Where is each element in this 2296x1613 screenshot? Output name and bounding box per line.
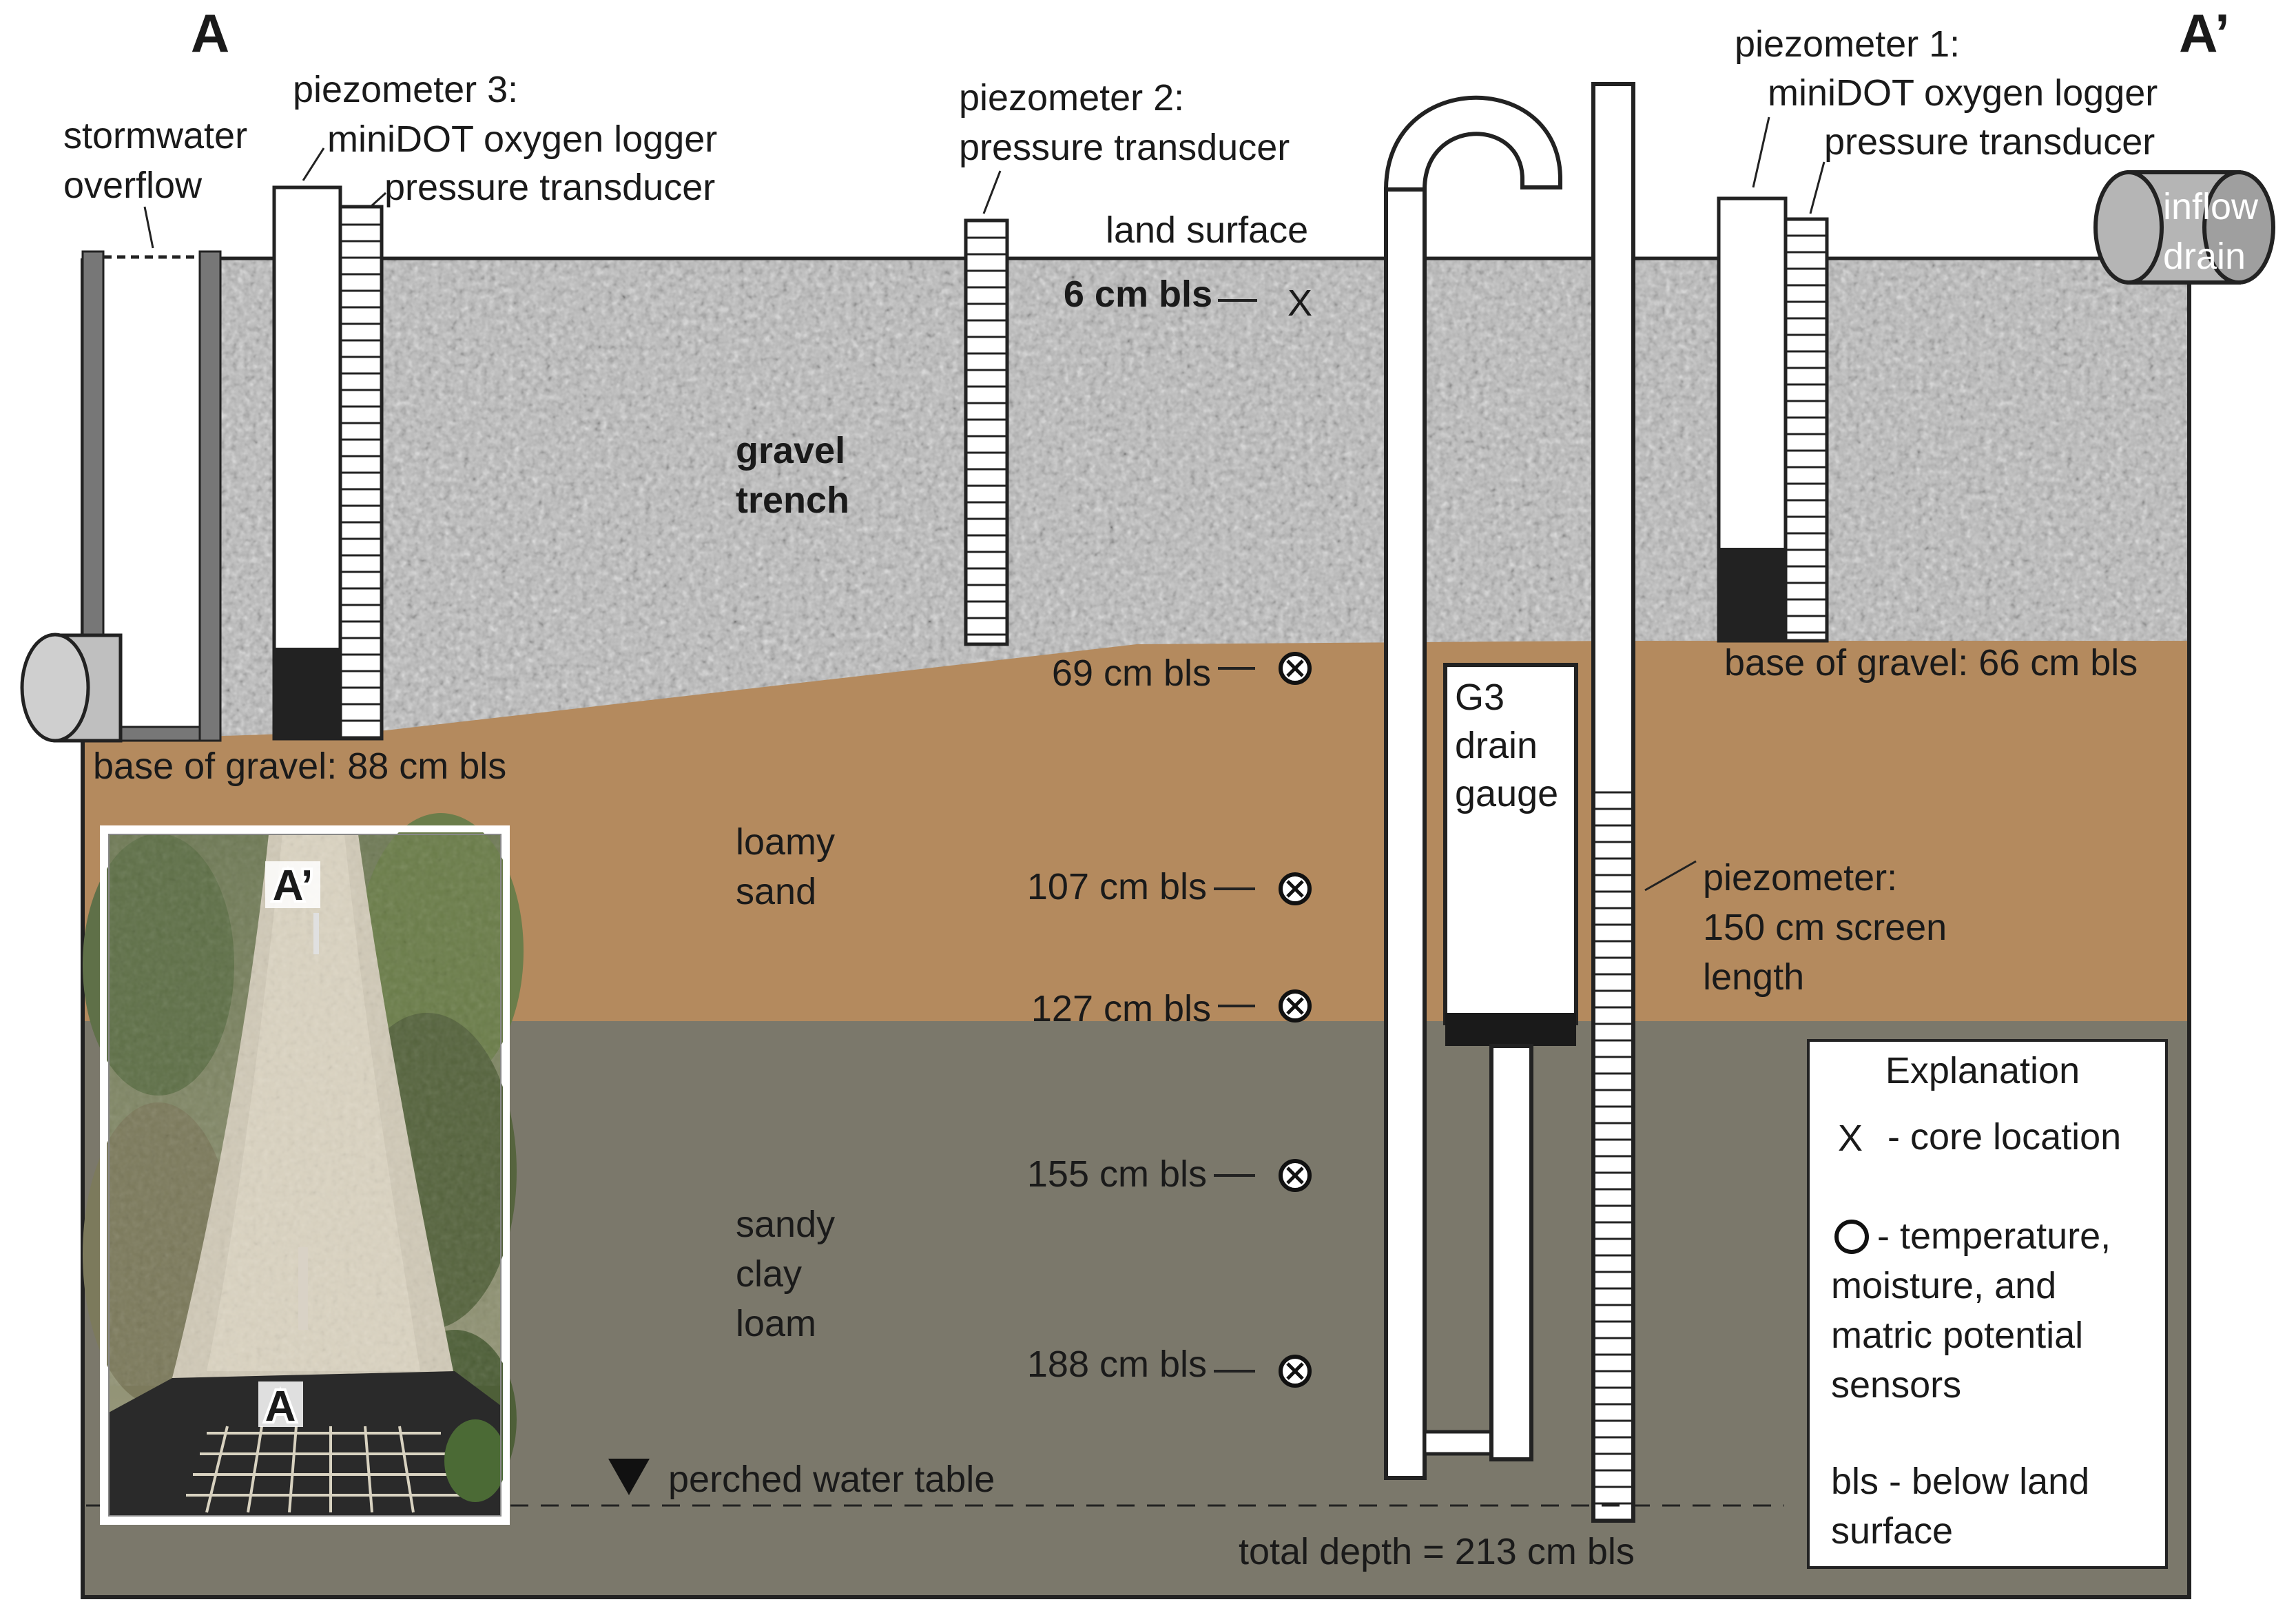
piezometer-3-item-2: pressure transducer	[384, 167, 715, 208]
piezometer-1-item-2: pressure transducer	[1824, 121, 2155, 163]
deep-piezometer-label-1: piezometer:	[1703, 857, 1897, 898]
sensor-marker-icon	[1279, 1355, 1312, 1388]
depth-label-6: 6 cm bls	[1064, 274, 1212, 315]
gravel-trench-label-1: gravel	[736, 430, 845, 471]
piezometer-2-item-1: pressure transducer	[959, 127, 1290, 168]
sandy-clay-loam-label-1: sandy	[736, 1204, 835, 1245]
legend-sensor-line-3: matric potential	[1831, 1315, 2083, 1356]
legend-sensor-circle-icon	[1834, 1220, 1869, 1254]
gravel-trench-label-2: trench	[736, 480, 849, 521]
base-gravel-left-label: base of gravel: 88 cm bls	[93, 746, 506, 787]
depth-label-155: 155 cm bls	[1027, 1153, 1207, 1195]
photo-label-a: A	[265, 1383, 296, 1430]
inflow-drain-label-1: inflow	[2163, 186, 2259, 227]
deep-piezometer-label-2: 150 cm screen	[1703, 907, 1947, 948]
piezometer-3-item-1: miniDOT oxygen logger	[327, 119, 717, 160]
base-gravel-right-label: base of gravel: 66 cm bls	[1724, 642, 2138, 684]
depth-label-107: 107 cm bls	[1027, 866, 1207, 907]
deep-piezometer-label-3: length	[1703, 956, 1804, 998]
total-depth-label: total depth = 213 cm bls	[1239, 1531, 1635, 1572]
sensor-marker-icon	[1279, 989, 1312, 1023]
sandy-clay-loam-label-3: loam	[736, 1303, 816, 1344]
g3-label-3: gauge	[1455, 773, 1558, 814]
outflow-pipe-left	[20, 633, 123, 743]
drain-gauge-vent-pipe	[1383, 95, 1562, 1480]
section-label-a: A	[191, 3, 229, 63]
legend-bls-line-1: bls - below land	[1831, 1461, 2089, 1502]
legend-sensor-line-2: moisture, and	[1831, 1265, 2056, 1306]
piezometer-1-item-1: miniDOT oxygen logger	[1768, 72, 2158, 114]
sensor-markers: X	[1214, 282, 1312, 1388]
loamy-sand-label-2: sand	[736, 871, 816, 912]
sensor-marker-icon	[1279, 652, 1312, 685]
photo-label-a-prime: A’	[273, 862, 313, 910]
piezometer-3-title: piezometer 3:	[293, 69, 518, 110]
land-surface-label: land surface	[1106, 209, 1308, 251]
water-table-triangle-icon	[608, 1459, 650, 1495]
cross-section-outline	[81, 258, 2191, 1599]
inset-site-photo: A’ A	[83, 813, 524, 1525]
legend-sensor-line-1: - temperature,	[1877, 1215, 2111, 1257]
piezometer-2	[964, 170, 1009, 646]
sensor-marker-icon	[1279, 872, 1312, 905]
explanation-legend: Explanation X - core location - temperat…	[1807, 1039, 2168, 1569]
deep-piezometer	[1591, 82, 1697, 1523]
core-location-icon: X	[1287, 282, 1312, 324]
inflow-drain-label-2: drain	[2163, 236, 2246, 277]
sensor-marker-icon	[1279, 1159, 1312, 1192]
sandy-clay-loam-label-2: clay	[736, 1253, 802, 1295]
piezometer-1-title: piezometer 1:	[1735, 23, 1960, 65]
perched-water-table-label: perched water table	[668, 1459, 995, 1500]
piezometer-2-title: piezometer 2:	[959, 77, 1184, 119]
section-label-a-prime: A’	[2179, 3, 2230, 63]
g3-drain-gauge	[1443, 663, 1578, 1461]
depth-label-69: 69 cm bls	[1052, 653, 1211, 694]
g3-label-1: G3	[1455, 677, 1504, 718]
legend-bls-line-2: surface	[1831, 1510, 1953, 1552]
piezometer-1	[1717, 116, 1829, 643]
legend-core-text: - core location	[1888, 1116, 2121, 1158]
legend-title: Explanation	[1885, 1050, 2080, 1091]
gravel-trench-layer	[83, 258, 2189, 741]
inflow-drain-pipe	[2093, 169, 2275, 285]
depth-label-127: 127 cm bls	[1031, 988, 1211, 1029]
stormwater-overflow-label-1: stormwater	[63, 115, 247, 156]
depth-label-188: 188 cm bls	[1027, 1344, 1207, 1385]
g3-label-2: drain	[1455, 725, 1538, 766]
legend-sensor-line-4: sensors	[1831, 1364, 1961, 1406]
piezometer-3	[272, 147, 387, 741]
loamy-sand-label-1: loamy	[736, 821, 835, 863]
legend-core-symbol: X	[1838, 1118, 1863, 1159]
stormwater-overflow-label-2: overflow	[63, 165, 203, 206]
